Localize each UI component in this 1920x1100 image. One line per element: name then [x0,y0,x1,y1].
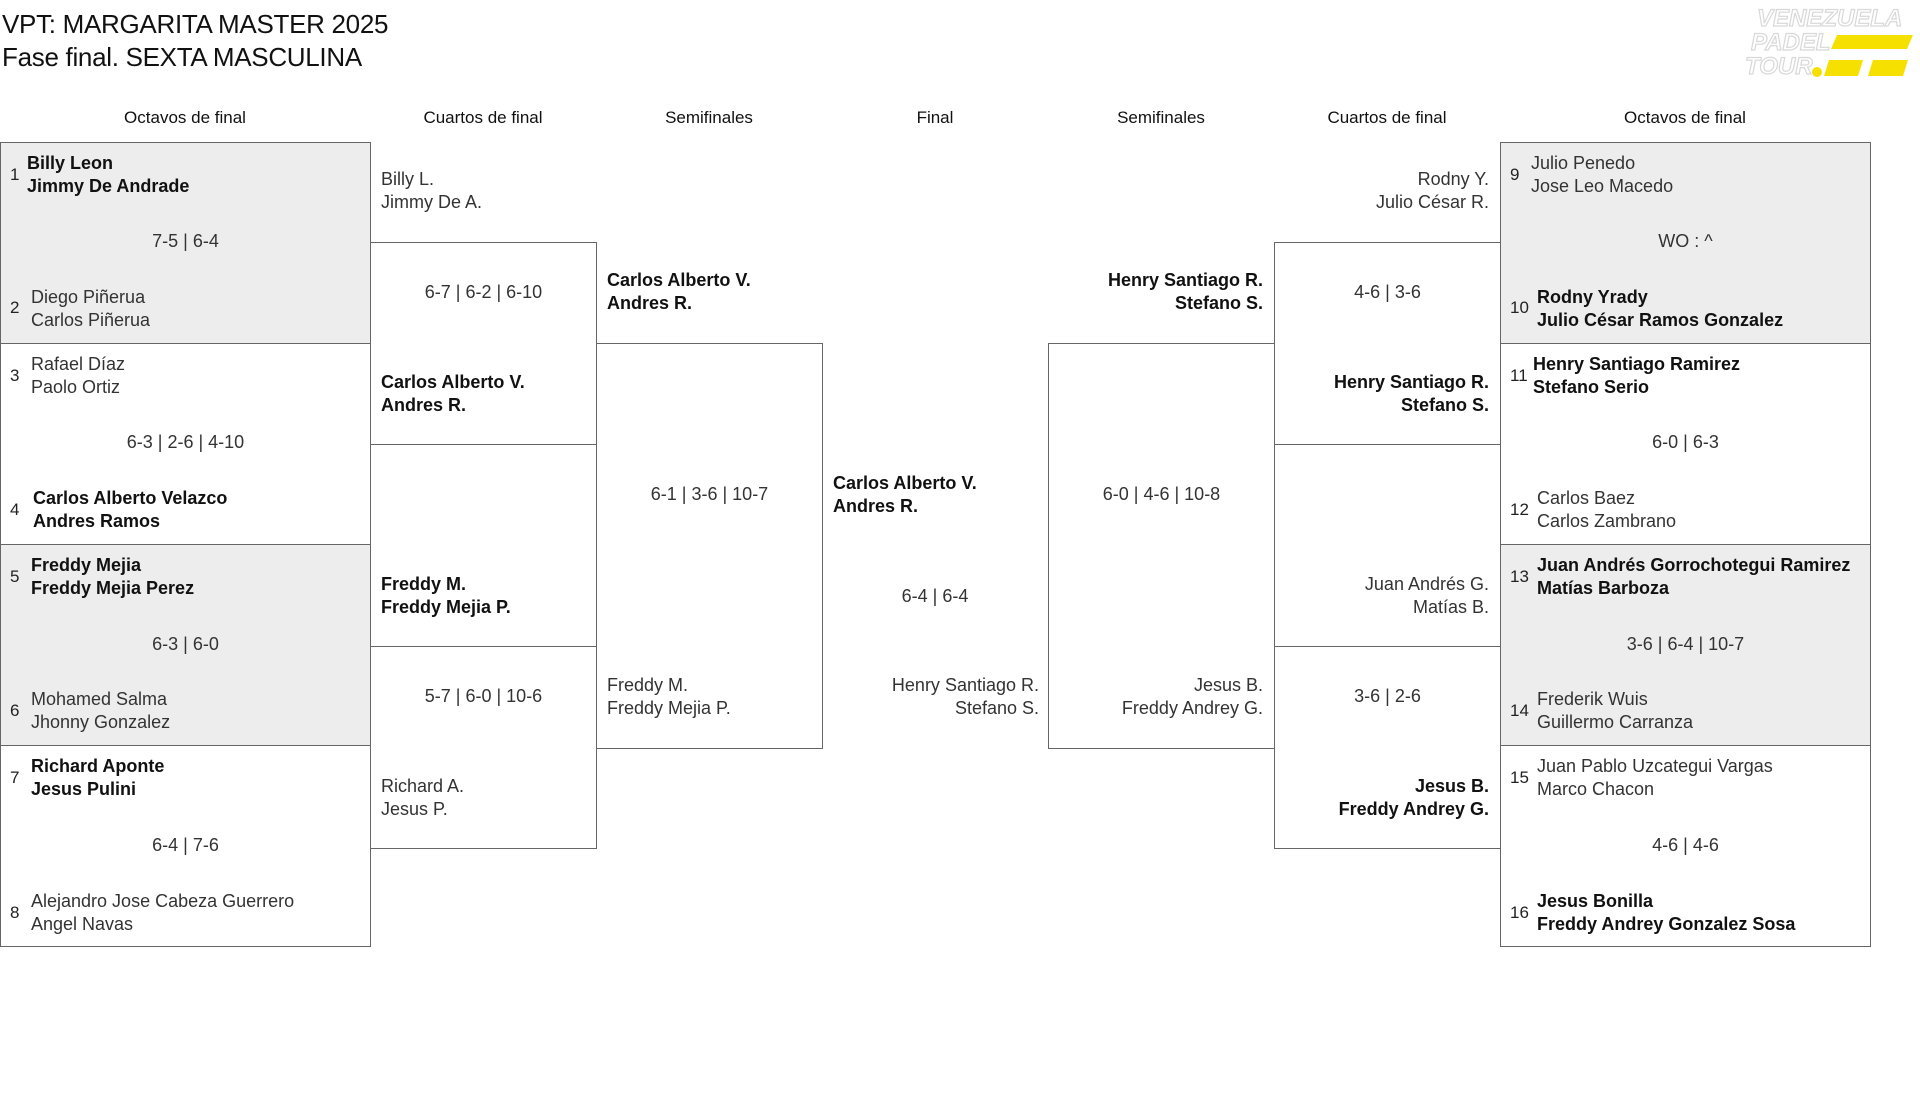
team-pair: Henry Santiago R.Stefano S. [1333,372,1489,415]
match-score: WO : ^ [1658,231,1713,251]
seed-number: 4 [10,500,20,519]
team-pair: Freddy M.Freddy Mejia P. [607,675,731,718]
seed-number: 10 [1510,298,1529,317]
match-semis-1 [596,343,823,749]
seed-number: 9 [1510,165,1520,184]
svg-text:TOUR: TOUR [1745,53,1813,80]
seed-number: 15 [1510,768,1529,787]
match-score: 6-1 | 3-6 | 10-7 [650,484,769,504]
seed-number: 11 [1510,366,1528,385]
svg-text:VENEZUELA: VENEZUELA [1757,5,1902,32]
team-pair: Henry Santiago R.Stefano S. [1107,270,1263,313]
match-score: 3-6 | 2-6 [1354,686,1421,706]
column-semis-left: Semifinales [665,108,753,127]
match-score: 6-0 | 4-6 | 10-8 [1102,484,1221,504]
column-octavos-left: Octavos de final [124,108,246,127]
seed-number: 5 [10,567,20,586]
team-pair: Jesus B.Freddy Andrey G. [1338,776,1489,819]
match-octavos-5 [1500,142,1871,344]
match-score: 3-6 | 6-4 | 10-7 [1626,634,1745,654]
column-semis-right: Semifinales [1117,108,1205,127]
match-score: 4-6 | 3-6 [1354,282,1421,302]
svg-text:PADEL: PADEL [1751,29,1831,56]
team-pair: Rodny Y.Julio César R. [1375,169,1489,212]
page-title: VPT: MARGARITA MASTER 2025 [2,9,389,39]
page-subtitle: Fase final. SEXTA MASCULINA [2,42,362,72]
team-pair: Billy L.Jimmy De A. [381,169,483,212]
match-score: 5-7 | 6-0 | 10-6 [424,686,543,706]
seed-number: 6 [10,701,20,720]
seed-number: 12 [1510,500,1529,519]
team-pair: Freddy M.Freddy Mejia P. [381,574,511,617]
seed-number: 7 [10,768,20,787]
team-pair: Jesus B.Freddy Andrey G. [1121,675,1263,718]
column-cuartos-left: Cuartos de final [423,108,543,127]
venezuela-padel-tour-logo: VENEZUELA PADEL TOUR [1745,4,1913,80]
seed-number: 1 [10,165,20,184]
seed-number: 13 [1510,567,1529,586]
column-cuartos-right: Cuartos de final [1327,108,1447,127]
match-score: 6-0 | 6-3 [1652,432,1719,452]
final-team-runner-up: Henry Santiago R.Stefano S. [891,675,1039,718]
match-score: 6-4 | 7-6 [152,835,219,855]
match-octavos-1 [0,142,371,344]
match-octavos-8 [1500,745,1871,947]
seed-number: 14 [1510,701,1529,720]
match-octavos-3 [0,544,371,746]
column-final: Final [916,108,954,127]
team-pair: Richard A.Jesus P. [381,776,465,819]
seed-number: 16 [1510,903,1529,922]
seed-number: 3 [10,366,20,385]
match-score: 4-6 | 4-6 [1652,835,1719,855]
seed-number: 8 [10,903,20,922]
final-team-winner: Carlos Alberto V.Andres R. [833,473,977,516]
column-octavos-right: Octavos de final [1624,108,1746,127]
match-score: 7-5 | 6-4 [152,231,219,251]
match-semis-2 [1048,343,1275,749]
seed-number: 2 [10,298,20,317]
team-pair: Juan Andrés G.Matías B. [1364,574,1489,617]
team-pair: Carlos Alberto V.Andres R. [381,372,525,415]
match-score: 6-3 | 2-6 | 4-10 [126,432,245,452]
match-score: 6-7 | 6-2 | 6-10 [424,282,543,302]
match-score: 6-3 | 6-0 [152,634,219,654]
final-score: 6-4 | 6-4 [901,586,969,606]
team-pair: Carlos Alberto V.Andres R. [607,270,751,313]
